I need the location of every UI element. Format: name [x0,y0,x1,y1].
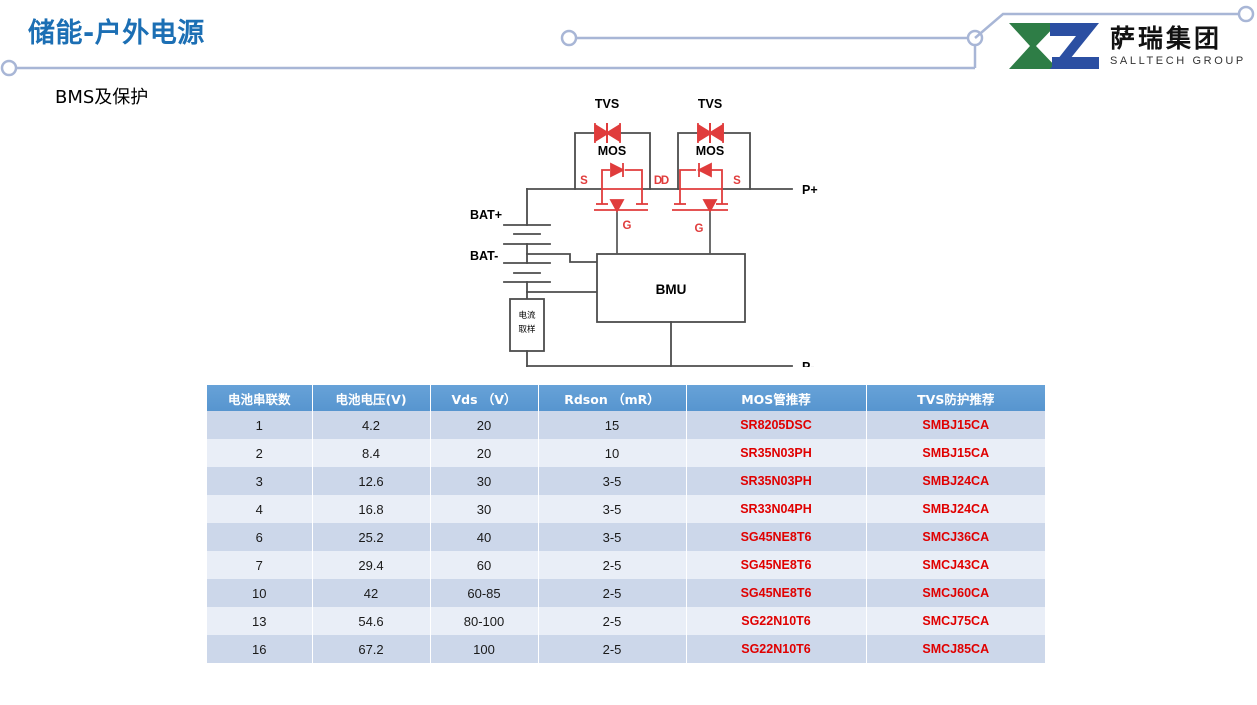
cell-battery-voltage: 54.6 [312,607,431,635]
label-bmu: BMU [656,282,687,297]
cell-battery-voltage: 4.2 [312,411,431,439]
label-tvs-right: TVS [698,97,722,111]
logo-english-name: SALLTECH GROUP [1110,54,1246,67]
cell-rdson: 2-5 [538,551,687,579]
label-mos1-source: S [580,175,588,187]
cell-series-count: 16 [207,635,313,663]
cell-series-count: 2 [207,439,313,467]
cell-rdson: 3-5 [538,495,687,523]
cell-battery-voltage: 67.2 [312,635,431,663]
cell-rdson: 2-5 [538,579,687,607]
cell-tvs-part: SMCJ75CA [866,607,1045,635]
cell-series-count: 1 [207,411,313,439]
cell-tvs-part: SMCJ85CA [866,635,1045,663]
logo-mark-icon [1009,23,1099,69]
label-shunt-line1: 电流 [518,310,536,321]
cell-series-count: 10 [207,579,313,607]
label-bat-plus: BAT+ [470,208,502,222]
cell-rdson: 3-5 [538,523,687,551]
cell-tvs-part: SMBJ24CA [866,467,1045,495]
cell-mos-part: SG45NE8T6 [686,523,867,551]
cell-mos-part: SG45NE8T6 [686,551,867,579]
cell-tvs-part: SMBJ15CA [866,439,1045,467]
column-header-vds: Vds （V） [430,385,539,411]
cell-tvs-part: SMCJ43CA [866,551,1045,579]
column-header-tvs-recommend: TVS防护推荐 [866,385,1045,411]
label-mos1-gate: G [623,220,632,232]
cell-vds: 60 [430,551,539,579]
cell-series-count: 13 [207,607,313,635]
label-mos2-source: S [733,175,741,187]
bms-protection-circuit-diagram: TVS TVS MOS MOS BAT+ BAT- P+ P- BMU S D … [470,97,818,367]
cell-rdson: 15 [538,411,687,439]
cell-rdson: 2-5 [538,635,687,663]
cell-rdson: 3-5 [538,467,687,495]
cell-battery-voltage: 16.8 [312,495,431,523]
section-subtitle: BMS及保护 [55,87,149,108]
cell-mos-part: SR8205DSC [686,411,867,439]
cell-tvs-part: SMCJ36CA [866,523,1045,551]
mosfet-left-symbol [594,162,648,213]
cell-series-count: 3 [207,467,313,495]
cell-battery-voltage: 42 [312,579,431,607]
cell-rdson: 10 [538,439,687,467]
label-mos2-gate: G [695,223,704,235]
column-header-series-count: 电池串联数 [207,385,313,411]
label-mos2-drain: D [661,175,669,187]
cell-mos-part: SG22N10T6 [686,635,867,663]
column-header-mos-recommend: MOS管推荐 [686,385,867,411]
label-mos-left: MOS [598,144,626,158]
cell-vds: 20 [430,411,539,439]
cell-rdson: 2-5 [538,607,687,635]
label-bat-minus: BAT- [470,249,498,263]
tvs-right-symbol [697,123,724,143]
cell-vds: 80-100 [430,607,539,635]
page-title: 储能-户外电源 [28,18,205,49]
cell-tvs-part: SMCJ60CA [866,579,1045,607]
label-shunt-line2: 取样 [518,324,536,335]
logo-chinese-name: 萨瑞集团 [1110,23,1223,53]
cell-vds: 30 [430,495,539,523]
cell-battery-voltage: 12.6 [312,467,431,495]
cell-vds: 20 [430,439,539,467]
mosfet-right-symbol [672,162,728,213]
label-p-minus: P- [802,360,815,367]
column-header-rdson: Rdson （mR） [538,385,687,411]
cell-tvs-part: SMBJ24CA [866,495,1045,523]
cell-series-count: 6 [207,523,313,551]
cell-battery-voltage: 8.4 [312,439,431,467]
label-p-plus: P+ [802,183,818,197]
cell-mos-part: SR35N03PH [686,467,867,495]
column-header-battery-voltage: 电池电压(V) [312,385,431,411]
label-mos1-drain: D [654,175,662,187]
tvs-left-symbol [594,123,621,143]
cell-battery-voltage: 25.2 [312,523,431,551]
cell-mos-part: SR35N03PH [686,439,867,467]
cell-tvs-part: SMBJ15CA [866,411,1045,439]
cell-mos-part: SR33N04PH [686,495,867,523]
table-header-row: 电池串联数 电池电压(V) Vds （V） Rdson （mR） MOS管推荐 … [207,385,1045,411]
mos-tvs-selection-table: 电池串联数 电池电压(V) Vds （V） Rdson （mR） MOS管推荐 … [207,385,1045,663]
cell-vds: 60-85 [430,579,539,607]
label-tvs-left: TVS [595,97,619,111]
cell-series-count: 7 [207,551,313,579]
company-logo: 萨瑞集团 SALLTECH GROUP [1006,14,1249,78]
cell-series-count: 4 [207,495,313,523]
cell-vds: 40 [430,523,539,551]
label-mos-right: MOS [696,144,724,158]
cell-mos-part: SG22N10T6 [686,607,867,635]
cell-vds: 30 [430,467,539,495]
cell-mos-part: SG45NE8T6 [686,579,867,607]
cell-vds: 100 [430,635,539,663]
cell-battery-voltage: 29.4 [312,551,431,579]
